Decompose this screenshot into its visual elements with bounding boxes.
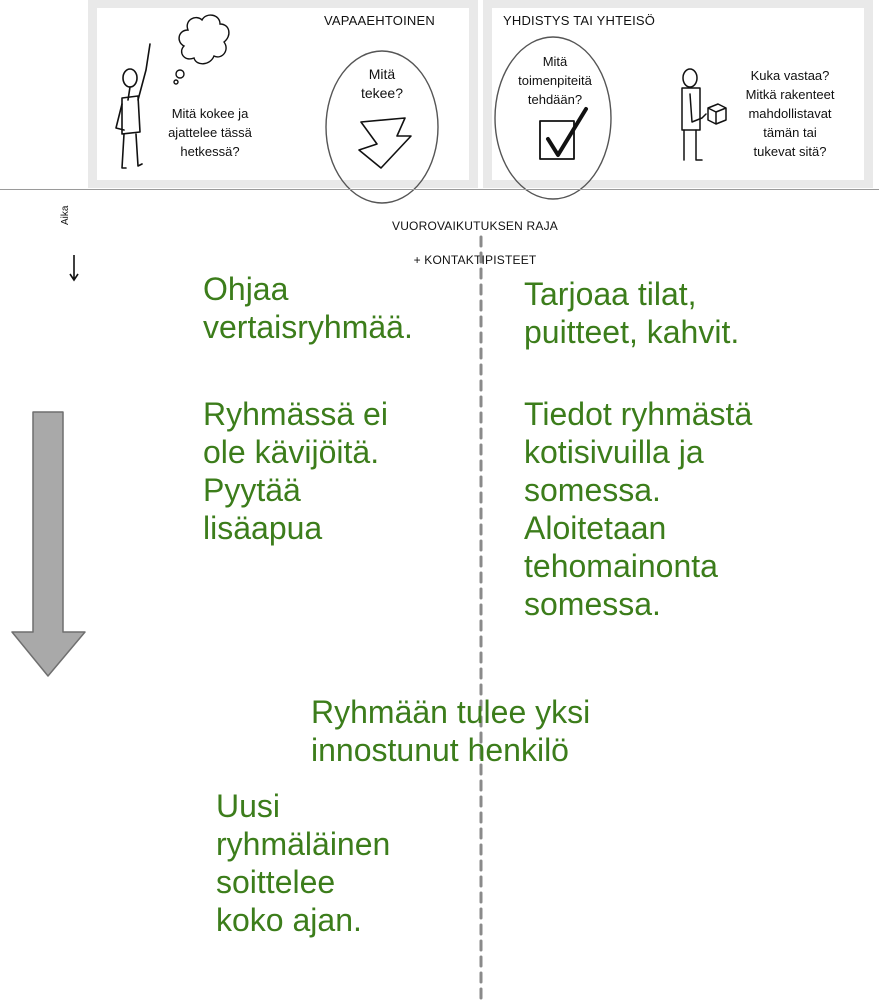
volunteer-panel: [88, 0, 478, 188]
note-guides-peer-group: Ohjaa vertaisryhmää.: [203, 271, 413, 345]
volunteer-does-prompt: Mitä tekee?: [360, 66, 404, 101]
checkbox-check-icon: [539, 107, 588, 160]
interaction-circle-left: [325, 50, 439, 204]
note-provides-facilities: Tarjoaa tilat, puitteet, kahvit.: [524, 276, 740, 350]
interaction-circle-right: [494, 36, 612, 200]
note-info-online: Tiedot ryhmästä kotisivuilla ja somessa.…: [524, 396, 753, 622]
time-arrow-small-icon: [69, 255, 79, 282]
interaction-divider-dashed: [479, 235, 483, 1002]
interaction-boundary-line: [0, 189, 879, 190]
volunteer-thinks-prompt: Mitä kokee ja ajattelee tässä hetkessä?: [168, 106, 252, 159]
time-label: Aika: [60, 205, 71, 225]
organization-title: YHDISTYS TAI YHTEISÖ: [503, 13, 656, 28]
note-new-enthusiast: Ryhmään tulee yksi innostunut henkilö: [311, 694, 591, 768]
note-no-visitors: Ryhmässä ei ole kävijöitä. Pyytää lisäap…: [203, 396, 388, 546]
arrow-down-icon: [358, 117, 412, 169]
timeline-arrow-icon: [11, 411, 86, 677]
boundary-label-line2: + KONTAKTIPISTEET: [413, 253, 537, 267]
person-thinking-icon: [115, 43, 151, 169]
thought-cloud-icon: [173, 14, 230, 85]
person-with-box-icon: [681, 68, 727, 161]
volunteer-title: VAPAAEHTOINEN: [324, 13, 435, 28]
boundary-label: VUOROVAIKUTUKSEN RAJA + KONTAKTIPISTEET: [360, 201, 590, 269]
note-new-member-calls: Uusi ryhmäläinen soittelee koko ajan.: [216, 788, 391, 938]
boundary-label-line1: VUOROVAIKUTUKSEN RAJA: [391, 219, 558, 233]
org-actions-prompt: Mitä toimenpiteitä tehdään?: [518, 54, 592, 107]
org-responsible-prompt: Kuka vastaa? Mitkä rakenteet mahdollista…: [745, 68, 835, 159]
